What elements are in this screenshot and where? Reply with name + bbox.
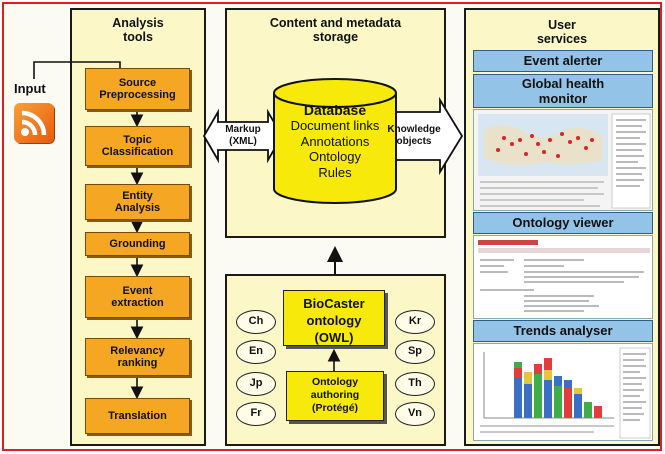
step-translation: Translation: [85, 398, 190, 434]
language-ellipse: Sp: [395, 340, 435, 364]
services-title-line2: services: [536, 32, 588, 46]
ontology-viewer-screenshot: [473, 235, 653, 319]
database-cylinder: [273, 78, 397, 204]
trends-analyser-screenshot: [473, 343, 653, 441]
analysis-title-line2: tools: [123, 30, 153, 44]
language-ellipse: En: [236, 340, 276, 364]
database-item: Rules: [318, 164, 352, 180]
trends-analyser-bar: Trends analyser: [473, 320, 653, 342]
language-ellipse: Fr: [236, 402, 276, 426]
services-title-line1: User: [548, 18, 576, 32]
database-text: Database Document links Annotations Onto…: [270, 102, 400, 180]
rss-feed-icon: [14, 103, 54, 143]
language-ellipse: Ch: [236, 310, 276, 334]
analysis-title-line1: Analysis: [112, 16, 164, 30]
language-ellipse: Vn: [395, 402, 435, 426]
database-item: Ontology: [308, 149, 362, 164]
storage-title-line2: storage: [312, 30, 359, 44]
global-health-monitor-bar: Global health monitor: [473, 74, 653, 108]
database-title: Database: [303, 102, 367, 118]
markup-label: Markup (XML): [225, 124, 261, 147]
language-ellipse: Jp: [236, 372, 276, 396]
language-ellipse: Th: [395, 372, 435, 396]
input-label: Input: [14, 81, 46, 96]
knowledge-label: Knowledge objects: [387, 124, 441, 147]
event-alerter-bar: Event alerter: [473, 50, 653, 72]
database-item: Document links: [290, 118, 380, 133]
global-health-map-screenshot: [473, 109, 653, 211]
language-ellipse: Kr: [395, 310, 435, 334]
database-item: Annotations: [300, 133, 370, 149]
biocaster-ontology-box: BioCaster ontology (OWL): [283, 290, 385, 346]
storage-title-line1: Content and metadata: [269, 16, 402, 30]
ontology-viewer-bar: Ontology viewer: [473, 212, 653, 234]
ontology-authoring-box: Ontology authoring (Protégé): [286, 371, 384, 421]
step-grounding: Grounding: [85, 232, 190, 256]
